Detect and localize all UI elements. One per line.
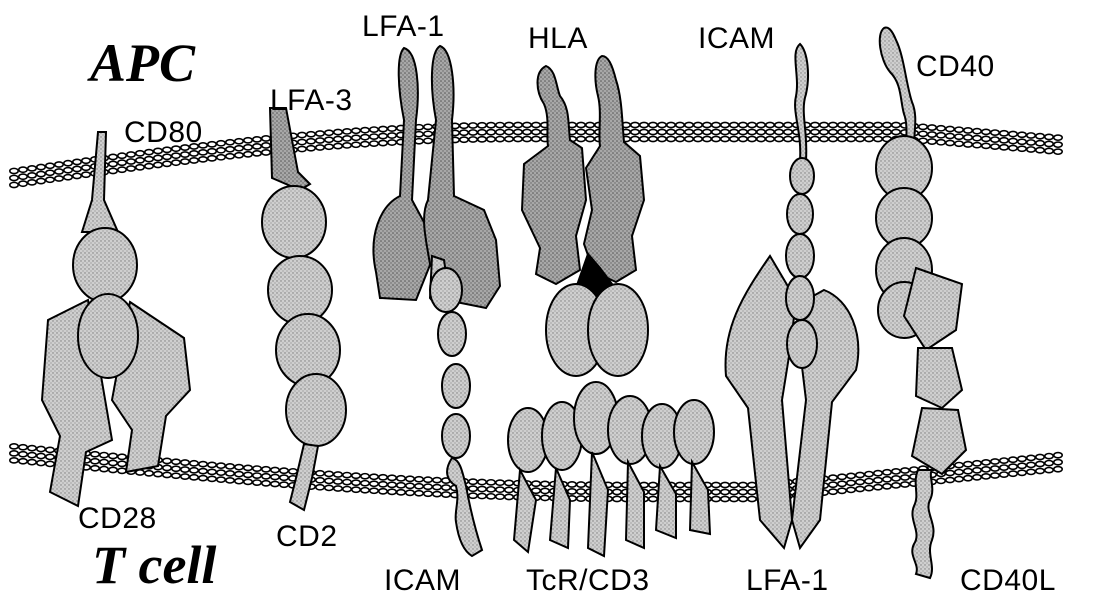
icam-lfa1-pair xyxy=(725,44,858,548)
lfa3-cd2-pair xyxy=(262,108,346,510)
cd2-label: CD2 xyxy=(276,522,338,552)
tcr-cd3-label: TcR/CD3 xyxy=(526,566,650,596)
lfa1-apc-label: LFA-1 xyxy=(362,12,445,42)
cd40-cd40l-pair xyxy=(876,28,966,579)
cd40-label: CD40 xyxy=(916,52,995,82)
lfa3-label: LFA-3 xyxy=(270,86,353,116)
cd28-label: CD28 xyxy=(78,504,157,534)
lfa1-tcell-label: LFA-1 xyxy=(746,566,829,596)
cd40l-label: CD40L xyxy=(960,566,1056,596)
apc-cell-label: APC xyxy=(90,36,195,90)
icam-apc-label: ICAM xyxy=(698,24,775,54)
cd80-cd28-pair xyxy=(42,132,190,506)
icam-tcell-label: ICAM xyxy=(384,566,461,596)
t-cell-label: T cell xyxy=(92,538,216,592)
hla-label: HLA xyxy=(528,24,588,54)
cd80-label: CD80 xyxy=(124,118,203,148)
